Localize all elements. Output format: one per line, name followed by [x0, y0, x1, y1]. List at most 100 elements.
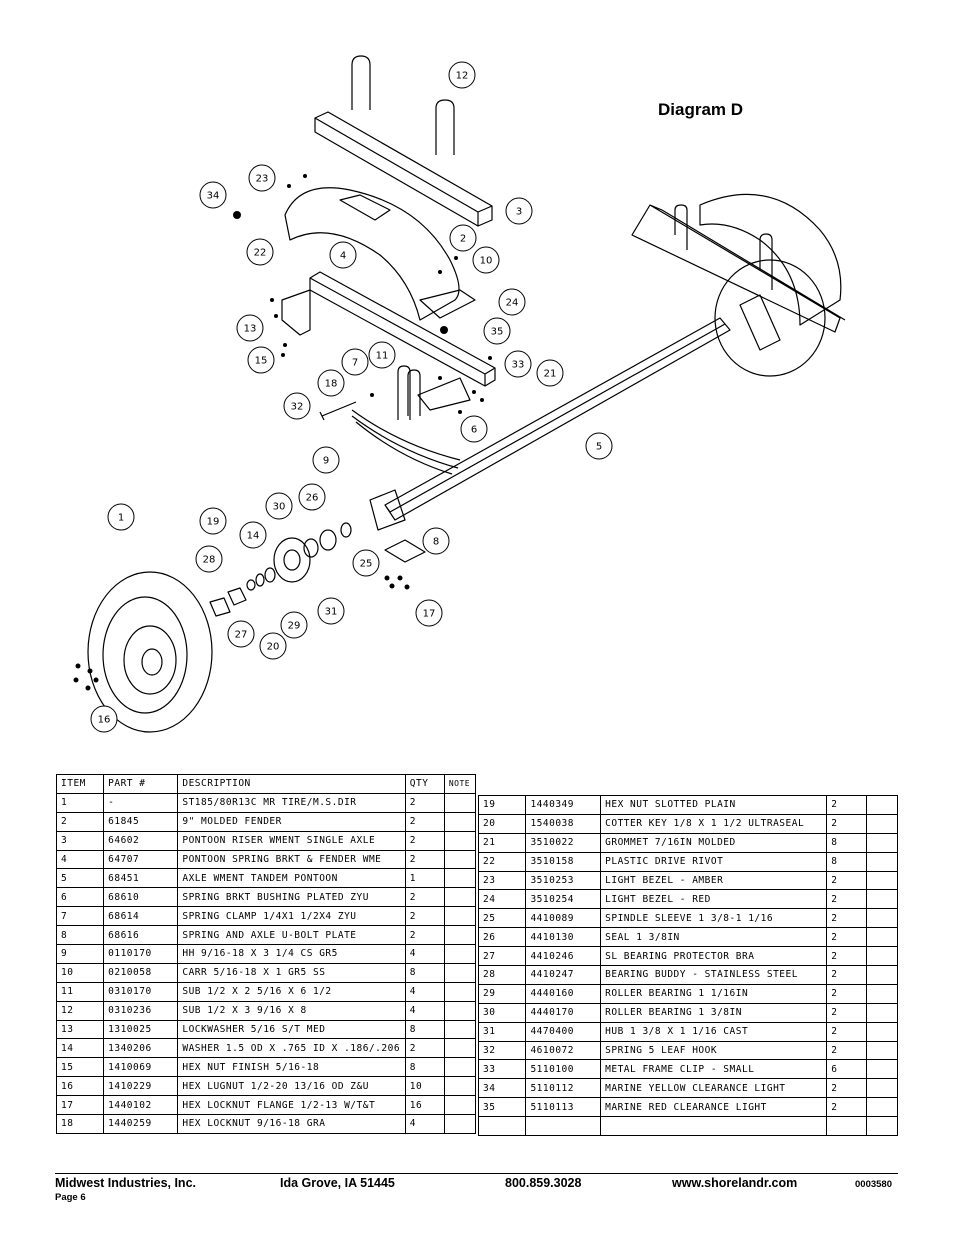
- cell-desc: HEX LOCKNUT 9/16-18 GRA: [177, 1114, 406, 1134]
- callout-number: 23: [256, 174, 269, 185]
- cell-part: 4410246: [525, 946, 602, 967]
- cell-desc: HEX LUGNUT 1/2-20 13/16 OD Z&U: [177, 1076, 406, 1097]
- cell-part: 4410247: [525, 965, 602, 985]
- callout-circle: [352, 549, 380, 577]
- cell-part: 4410130: [525, 927, 602, 948]
- cell-desc: CARR 5/16-18 X 1 GR5 SS: [177, 962, 406, 983]
- cell-note: [865, 851, 899, 872]
- cell-desc: BEARING BUDDY - STAINLESS STEEL: [600, 965, 828, 985]
- callout-number: 22: [254, 248, 267, 259]
- cell-qty: 2: [826, 1097, 867, 1118]
- callout-number: 2: [460, 234, 466, 245]
- callout-12: 12: [448, 61, 476, 89]
- callout-circle: [312, 446, 340, 474]
- cell-item: 20: [477, 813, 527, 834]
- cell-note: [443, 962, 477, 983]
- cell-part: 1540038: [525, 813, 602, 834]
- cell-item: 6: [55, 887, 105, 908]
- cell-item: 32: [477, 1040, 527, 1061]
- cell-note: [865, 889, 899, 910]
- callout-13: 13: [236, 314, 264, 342]
- callout-circle: [298, 483, 326, 511]
- cell-note: [865, 1021, 899, 1042]
- u-bolt-12a: [351, 55, 371, 110]
- cell-desc: HEX NUT SLOTTED PLAIN: [600, 795, 828, 815]
- cell-qty: 4: [404, 1000, 445, 1021]
- cell-part: 64707: [103, 849, 179, 870]
- cell-item: 23: [477, 870, 527, 891]
- cell-part: 1410069: [103, 1057, 179, 1078]
- cell-item: 8: [55, 925, 105, 946]
- callout-circle: [448, 61, 476, 89]
- callout-circle: [239, 521, 267, 549]
- callout-number: 30: [273, 502, 286, 513]
- cell-part: 3510022: [525, 832, 602, 853]
- cell-part: 61845: [103, 811, 179, 832]
- cell-part: 4440160: [525, 983, 602, 1004]
- cell-item: 5: [55, 868, 105, 889]
- callout-circle: [265, 492, 293, 520]
- callout-25: 25: [352, 549, 380, 577]
- callout-number: 31: [325, 607, 338, 618]
- cell-note: [443, 1095, 477, 1116]
- callout-circle: [498, 288, 526, 316]
- cell-desc: ROLLER BEARING 1 3/8IN: [600, 1002, 828, 1023]
- cell-qty: 2: [404, 906, 445, 927]
- cell-desc: METAL FRAME CLIP - SMALL: [600, 1059, 828, 1080]
- cell-desc: SPINDLE SLEEVE 1 3/8-1 1/16: [600, 908, 828, 929]
- right-fender: [699, 193, 842, 326]
- cell-part: 0310170: [103, 981, 179, 1002]
- right-tire: [714, 259, 826, 377]
- table-row: [477, 1116, 899, 1137]
- cell-qty: 2: [404, 849, 445, 870]
- cell-note: [443, 887, 477, 908]
- cell-part: 1440102: [103, 1095, 179, 1116]
- cell-desc: SPRING CLAMP 1/4X1 1/2X4 ZYU: [177, 906, 406, 927]
- callout-number: 25: [360, 559, 373, 570]
- cell-note: [443, 1076, 477, 1097]
- cell-desc: SPRING BRKT BUSHING PLATED ZYU: [177, 887, 406, 908]
- callout-circle: [248, 164, 276, 192]
- callout-number: 24: [506, 298, 519, 309]
- cell-qty: 2: [404, 830, 445, 851]
- cell-item: 24: [477, 889, 527, 910]
- header-part: PART #: [103, 774, 179, 794]
- u-bolt-12b: [435, 99, 455, 155]
- cell-part: 3510253: [525, 870, 602, 891]
- callout-10: 10: [472, 246, 500, 274]
- cell-part: 0210058: [103, 962, 179, 983]
- callout-number: 7: [352, 358, 358, 369]
- cell-note: [443, 1019, 477, 1040]
- hub: [273, 537, 311, 583]
- leaf-spring: [351, 409, 461, 475]
- callout-1: 1: [107, 503, 135, 531]
- callout-33: 33: [504, 350, 532, 378]
- cell-item: 13: [55, 1019, 105, 1040]
- cell-desc: PLASTIC DRIVE RIVOT: [600, 851, 828, 872]
- cell-item: 12: [55, 1000, 105, 1021]
- cell-qty: 1: [404, 868, 445, 889]
- cell-qty: 8: [826, 832, 867, 853]
- callout-circle: [329, 241, 357, 269]
- callout-circle: [585, 432, 613, 460]
- callout-8: 8: [422, 527, 450, 555]
- callout-number: 21: [544, 369, 557, 380]
- cell-note: [865, 965, 899, 985]
- cell-qty: 2: [826, 813, 867, 834]
- cell-item: 11: [55, 981, 105, 1002]
- cell-note: [443, 925, 477, 946]
- cell-qty: 2: [826, 870, 867, 891]
- callout-circle: [199, 181, 227, 209]
- cell-qty: 6: [826, 1059, 867, 1080]
- callout-23: 23: [248, 164, 276, 192]
